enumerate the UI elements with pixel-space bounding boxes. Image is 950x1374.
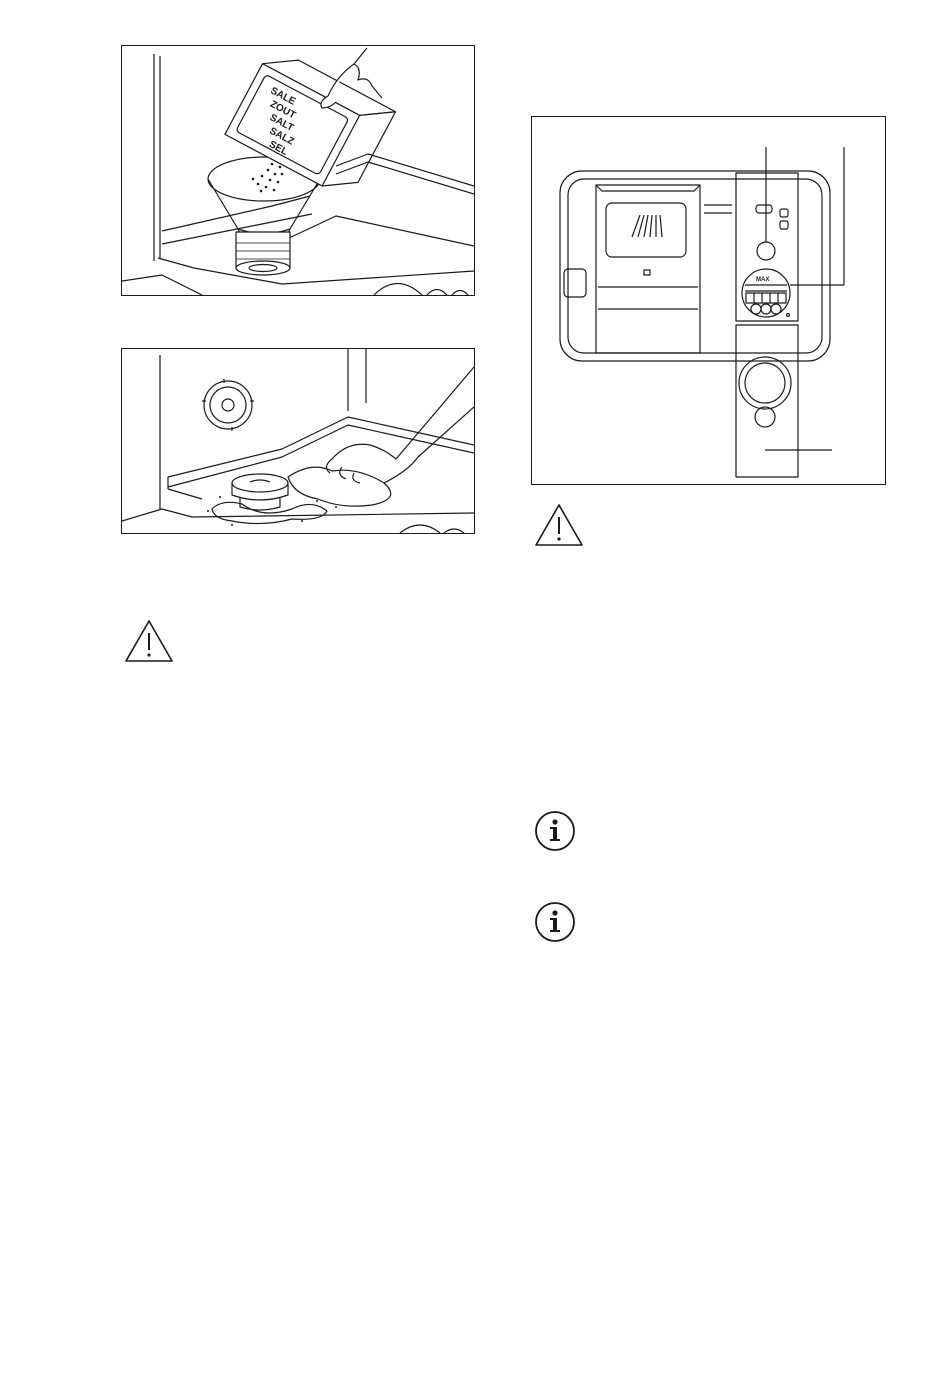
salt-filling-illustration: SALE ZOUT SALT SALZ SEL xyxy=(121,45,475,296)
dial-max-label: MAX xyxy=(756,277,769,283)
info-circle-icon xyxy=(534,810,576,852)
dispenser-panel-illustration: MAX xyxy=(531,116,886,485)
wipe-salt-container-illustration xyxy=(121,348,475,534)
warning-triangle-icon xyxy=(124,619,174,663)
info-circle-icon xyxy=(534,901,576,943)
warning-triangle-icon xyxy=(534,503,584,547)
